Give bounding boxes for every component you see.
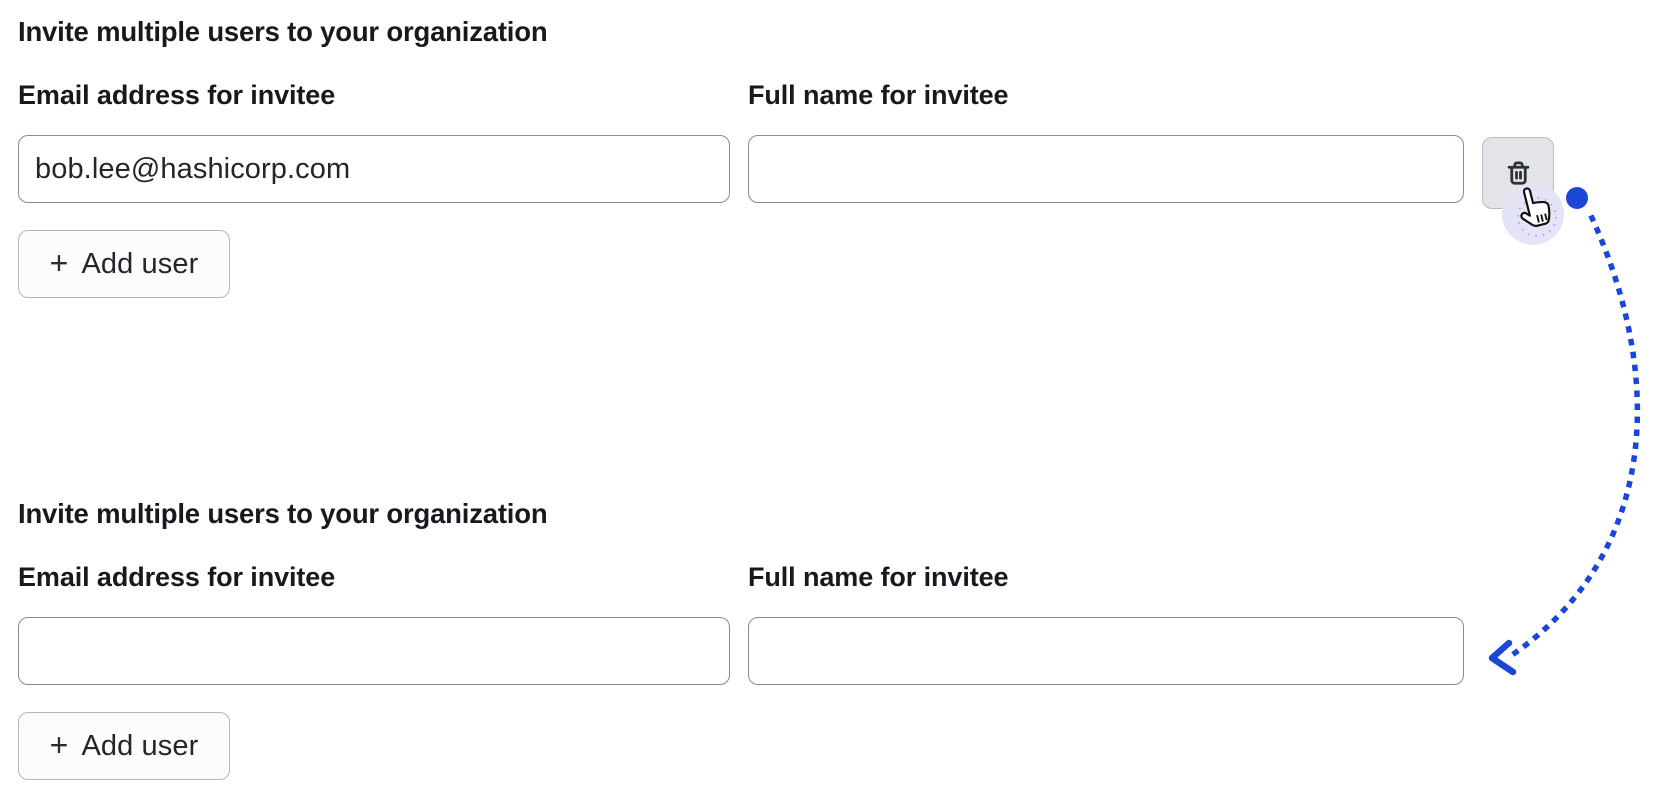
email-input[interactable] (18, 135, 730, 203)
email-input[interactable] (18, 617, 730, 685)
add-user-label: Add user (81, 247, 199, 280)
invite-form-after: Invite multiple users to your organizati… (0, 482, 1672, 800)
form-heading: Invite multiple users to your organizati… (18, 16, 548, 47)
fullname-label: Full name for invitee (748, 562, 1009, 592)
fullname-input[interactable] (748, 617, 1464, 685)
invite-form-before: Invite multiple users to your organizati… (0, 0, 1672, 318)
add-user-label: Add user (81, 729, 199, 762)
plus-icon: + (49, 726, 69, 763)
delete-row-button[interactable] (1482, 137, 1554, 209)
fullname-label: Full name for invitee (748, 80, 1009, 110)
plus-icon: + (49, 244, 69, 281)
fullname-input[interactable] (748, 135, 1464, 203)
email-label: Email address for invitee (18, 80, 336, 110)
add-user-button[interactable]: + Add user (18, 712, 230, 780)
trash-icon (1507, 160, 1529, 185)
add-user-button[interactable]: + Add user (18, 230, 230, 298)
form-heading: Invite multiple users to your organizati… (18, 498, 548, 529)
email-label: Email address for invitee (18, 562, 336, 592)
